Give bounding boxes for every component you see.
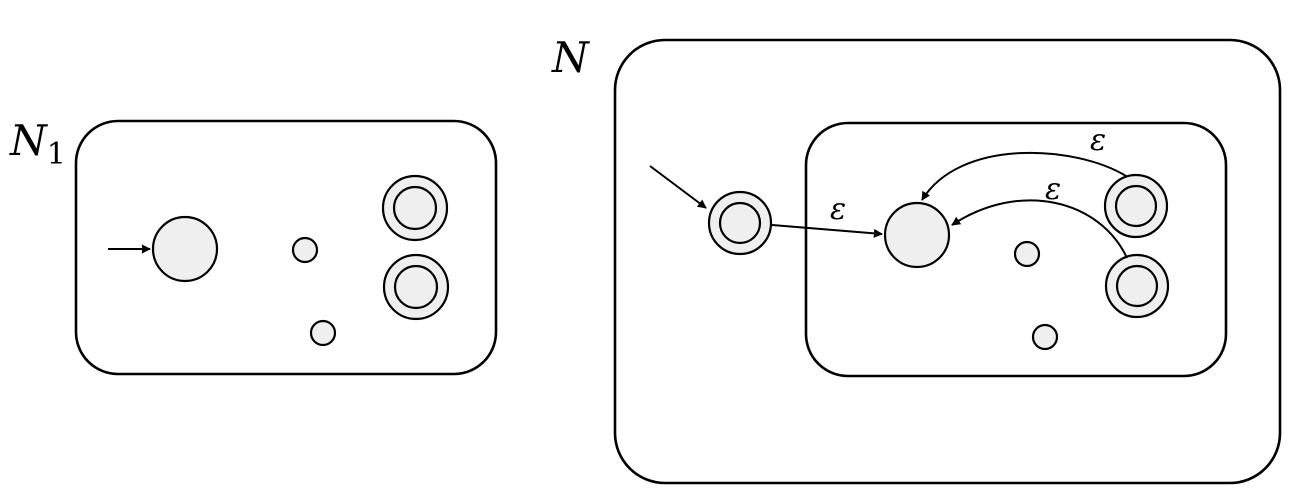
machine-n-boundary bbox=[613, 38, 1282, 485]
epsilon-label-start: ε bbox=[830, 192, 846, 227]
epsilon-edge-start bbox=[771, 224, 883, 238]
n1-start-state bbox=[151, 215, 219, 283]
n-start-arrow bbox=[649, 165, 707, 209]
machine-n-label: N bbox=[551, 33, 590, 82]
epsilon-edge-top bbox=[921, 151, 1127, 201]
n1-accept-state bbox=[381, 174, 449, 242]
machine-n1-label: N1 bbox=[9, 116, 66, 172]
n1-accept-state bbox=[382, 253, 450, 321]
n1-state bbox=[291, 236, 319, 264]
inner-accept-state bbox=[1103, 173, 1169, 239]
inner-state bbox=[1013, 240, 1041, 268]
n-new-start-accept-state bbox=[707, 190, 773, 256]
n1-state bbox=[309, 319, 337, 347]
machine-n1-boundary bbox=[74, 119, 498, 376]
machine-n: N ε ε ε bbox=[551, 33, 1282, 485]
epsilon-edge-middle bbox=[951, 199, 1128, 259]
inner-state bbox=[1031, 323, 1059, 351]
inner-accept-state bbox=[1104, 253, 1170, 319]
epsilon-label-top: ε bbox=[1090, 123, 1106, 158]
machine-n1: N1 bbox=[9, 116, 498, 376]
epsilon-label-middle: ε bbox=[1045, 172, 1061, 207]
inner-n1-boundary bbox=[804, 121, 1228, 378]
inner-start-state bbox=[883, 201, 951, 269]
